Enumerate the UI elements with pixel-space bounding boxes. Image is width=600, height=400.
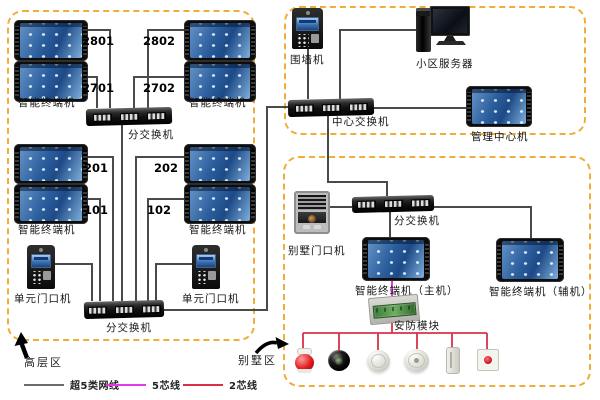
management-center-label: 管理中心机 bbox=[471, 131, 529, 143]
management-center-terminal bbox=[466, 86, 532, 127]
server-monitor bbox=[430, 6, 470, 36]
door-keypad bbox=[196, 271, 206, 284]
terminal-2802 bbox=[184, 20, 256, 61]
zone-villa-border bbox=[283, 156, 591, 387]
zone-villa-label: 别墅区 bbox=[238, 354, 277, 367]
villa-door-station bbox=[294, 191, 330, 234]
terminal-202-screen bbox=[190, 147, 250, 181]
terminal-label-bottom-right: 智能终端机 bbox=[189, 224, 247, 236]
sub-switch-lower bbox=[83, 299, 165, 320]
terminal-201-screen bbox=[20, 147, 82, 181]
door-contact-sensor bbox=[446, 347, 460, 374]
terminal-label-bottom-left: 智能终端机 bbox=[18, 224, 76, 236]
terminal-202 bbox=[184, 144, 256, 184]
door-speaker bbox=[43, 271, 51, 280]
door-speaker bbox=[208, 271, 216, 280]
room-number-202: 202 bbox=[154, 161, 179, 175]
villa-sub-switch-label: 分交换机 bbox=[394, 215, 440, 227]
villa-terminal-main-screen bbox=[368, 240, 424, 278]
villa-door-grille bbox=[298, 195, 326, 210]
villa-terminal-aux-label: 智能终端机（辅机） bbox=[489, 286, 593, 298]
legend-label-two-core: 2芯线 bbox=[229, 381, 258, 392]
legend-item-cat5: 超5类网线 bbox=[24, 377, 119, 392]
unit-door-station-right bbox=[192, 245, 220, 289]
unit-door-label-right: 单元门口机 bbox=[182, 293, 240, 305]
alarm-siren-sensor bbox=[294, 348, 315, 373]
sub-switch-upper bbox=[85, 106, 173, 127]
legend-item-two-core: 2芯线 bbox=[183, 377, 257, 392]
smoke-detector-sensor-2 bbox=[404, 349, 429, 372]
legend-label-cat5: 超5类网线 bbox=[70, 381, 120, 392]
villa-terminal-aux-screen bbox=[502, 241, 558, 279]
door-camera bbox=[39, 248, 43, 252]
door-camera bbox=[305, 11, 310, 15]
room-number-2801: 2801 bbox=[82, 34, 115, 48]
terminal-2701-screen bbox=[20, 64, 82, 99]
cat5-wires bbox=[55, 29, 532, 311]
terminal-102-screen bbox=[190, 187, 250, 221]
terminal-label-top-left: 智能终端机 bbox=[18, 97, 76, 109]
emergency-button-sensor bbox=[477, 349, 499, 371]
server-screen bbox=[433, 9, 467, 33]
door-camera bbox=[204, 248, 208, 252]
room-number-2702: 2702 bbox=[143, 81, 176, 95]
two-core-wires bbox=[302, 321, 488, 350]
legend-swatch-cat5 bbox=[24, 383, 64, 386]
unit-door-label-left: 单元门口机 bbox=[14, 293, 72, 305]
villa-sub-switch bbox=[351, 194, 435, 214]
wall-machine bbox=[292, 8, 323, 49]
server-tower bbox=[416, 8, 431, 52]
terminal-2801 bbox=[14, 20, 88, 61]
room-number-2701: 2701 bbox=[82, 81, 115, 95]
villa-door-buttons bbox=[298, 225, 326, 230]
security-module-label: 安防模块 bbox=[394, 320, 440, 332]
unit-door-station-left bbox=[27, 245, 55, 289]
room-number-101: 101 bbox=[84, 203, 109, 217]
door-keypad bbox=[31, 271, 41, 284]
terminal-201 bbox=[14, 144, 88, 184]
villa-terminal-main-label: 智能终端机（主机） bbox=[355, 285, 459, 297]
door-screen bbox=[296, 17, 319, 31]
terminal-2801-screen bbox=[20, 23, 82, 58]
villa-door-camera-panel bbox=[298, 211, 326, 224]
management-terminal-screen bbox=[472, 89, 526, 124]
room-number-102: 102 bbox=[147, 203, 172, 217]
smoke-detector-sensor-1 bbox=[367, 350, 390, 372]
terminal-2702 bbox=[184, 61, 256, 102]
center-switch-label: 中心交换机 bbox=[332, 116, 390, 128]
server-monitor-base bbox=[436, 41, 466, 45]
door-speaker bbox=[311, 34, 319, 43]
terminal-2702-screen bbox=[190, 64, 250, 99]
door-screen bbox=[31, 254, 51, 268]
legend-item-five-core: 5芯线 bbox=[106, 377, 180, 392]
camera-sensor bbox=[328, 350, 350, 371]
legend-swatch-two-core bbox=[183, 383, 223, 386]
terminal-label-top-right: 智能终端机 bbox=[189, 97, 247, 109]
zone-pointer-arrows bbox=[14, 332, 289, 359]
sub-switch-upper-label: 分交换机 bbox=[128, 129, 174, 141]
door-screen bbox=[196, 254, 216, 268]
wall-machine-label: 围墙机 bbox=[290, 54, 325, 66]
villa-terminal-main bbox=[362, 237, 430, 281]
server-monitor-stand bbox=[444, 36, 456, 41]
terminal-101-screen bbox=[20, 187, 82, 221]
legend-swatch-five-core bbox=[106, 383, 146, 386]
terminal-101 bbox=[14, 184, 88, 224]
door-keypad bbox=[296, 34, 309, 47]
community-server bbox=[416, 6, 474, 54]
community-server-label: 小区服务器 bbox=[416, 58, 474, 70]
villa-door-label: 别墅门口机 bbox=[288, 245, 346, 257]
terminal-102 bbox=[184, 184, 256, 224]
terminal-2701 bbox=[14, 61, 88, 102]
villa-terminal-aux bbox=[496, 238, 564, 282]
room-number-2802: 2802 bbox=[143, 34, 176, 48]
sub-switch-lower-label: 分交换机 bbox=[106, 322, 152, 334]
legend-label-five-core: 5芯线 bbox=[152, 381, 181, 392]
terminal-2802-screen bbox=[190, 23, 250, 58]
zone-highrise-label: 高层区 bbox=[24, 356, 63, 369]
room-number-201: 201 bbox=[84, 161, 109, 175]
